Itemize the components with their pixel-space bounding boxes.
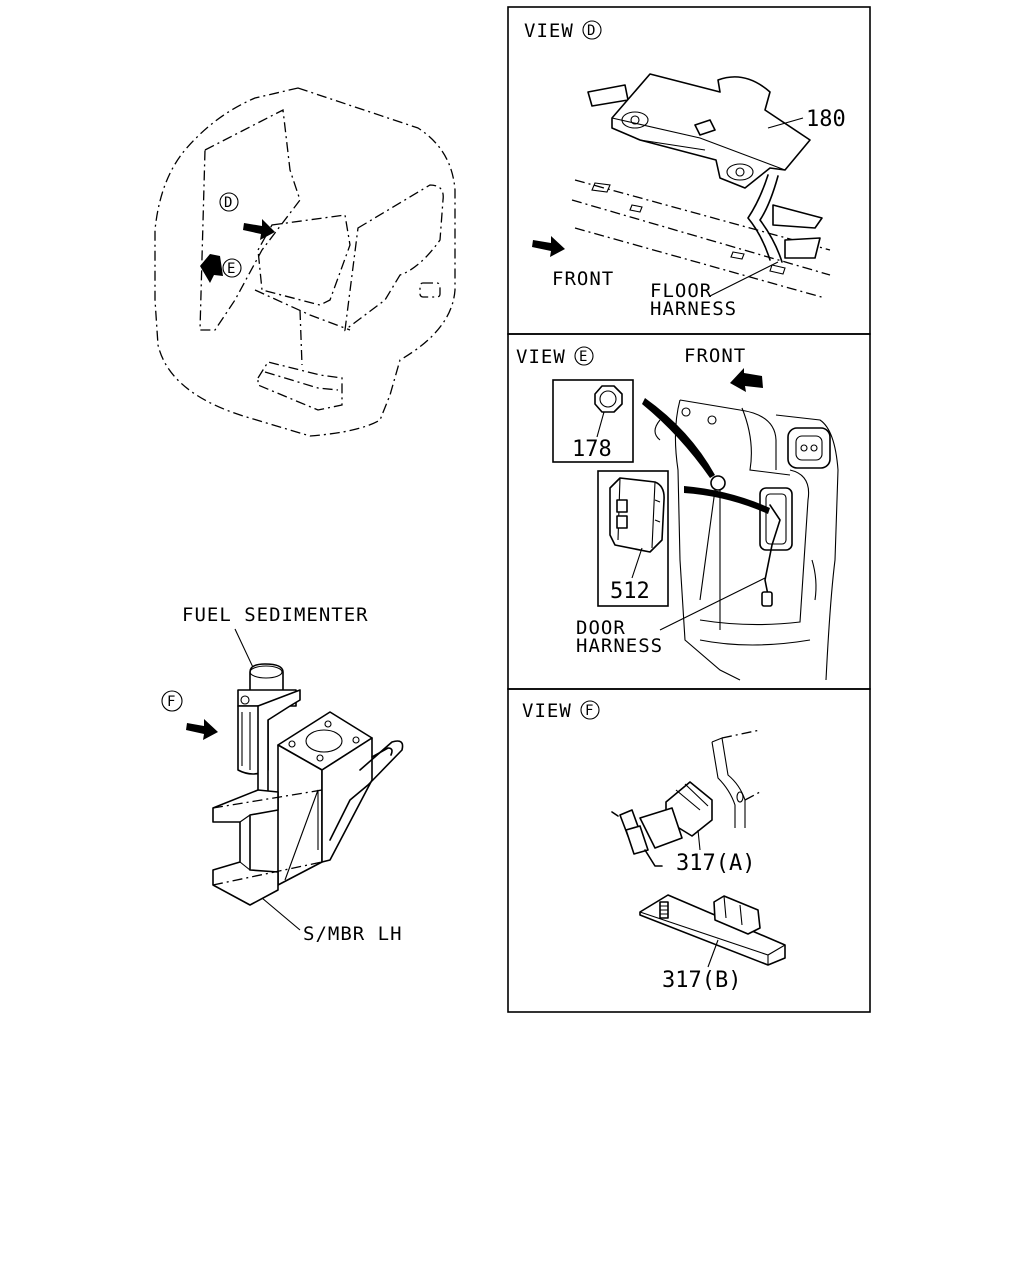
arrow-right-icon	[243, 219, 275, 240]
marker-f-letter: F	[167, 694, 175, 710]
fuel-sedimenter-label: FUEL SEDIMENTER	[182, 604, 369, 626]
part-178-label: 178	[572, 437, 612, 462]
front-label: FRONT	[552, 268, 614, 290]
part-180-label: 180	[806, 107, 846, 132]
floor-harness-label-line2: HARNESS	[650, 298, 737, 320]
view-e-label: VIEW	[516, 346, 566, 368]
floor-harness-label-line1: FLOOR	[650, 280, 712, 302]
fuel-sedimenter-illustration: FUEL SEDIMENTER F	[161, 604, 404, 945]
view-f-label: VIEW	[522, 700, 572, 722]
view-f-title: VIEW F	[522, 700, 600, 722]
arrow-right-icon	[186, 719, 218, 740]
part-512-label: 512	[610, 579, 650, 604]
front-label: FRONT	[684, 345, 746, 367]
marker-e-callout: E	[222, 258, 242, 278]
arrow-left-icon	[730, 368, 763, 392]
view-d-panel: VIEW D 180 FRONT	[507, 6, 871, 335]
view-e-letter: E	[579, 349, 587, 365]
view-f-letter: F	[585, 703, 593, 719]
marker-d-letter: D	[224, 195, 232, 211]
view-e-panel: VIEW E FRONT	[507, 333, 871, 690]
marker-d-callout: D	[219, 192, 239, 212]
view-d-title: VIEW D	[524, 20, 602, 42]
arrow-right-icon	[532, 236, 565, 257]
view-e-title: VIEW E	[516, 346, 594, 368]
door-harness-label-line2: HARNESS	[576, 635, 663, 657]
marker-f-callout: F	[161, 690, 183, 712]
side-member-label: S/MBR LH	[303, 923, 403, 945]
door-harness-label-line1: DOOR	[576, 617, 626, 639]
part-317a-label: 317(A)	[676, 851, 755, 876]
marker-e-letter: E	[227, 261, 235, 277]
view-d-letter: D	[587, 23, 595, 39]
part-317b-label: 317(B)	[662, 968, 741, 993]
arrow-left-icon	[200, 254, 223, 283]
view-d-label: VIEW	[524, 20, 574, 42]
cab-illustration: D E	[154, 87, 456, 437]
view-f-panel: VIEW F 317(A) 317(B)	[507, 688, 871, 1013]
